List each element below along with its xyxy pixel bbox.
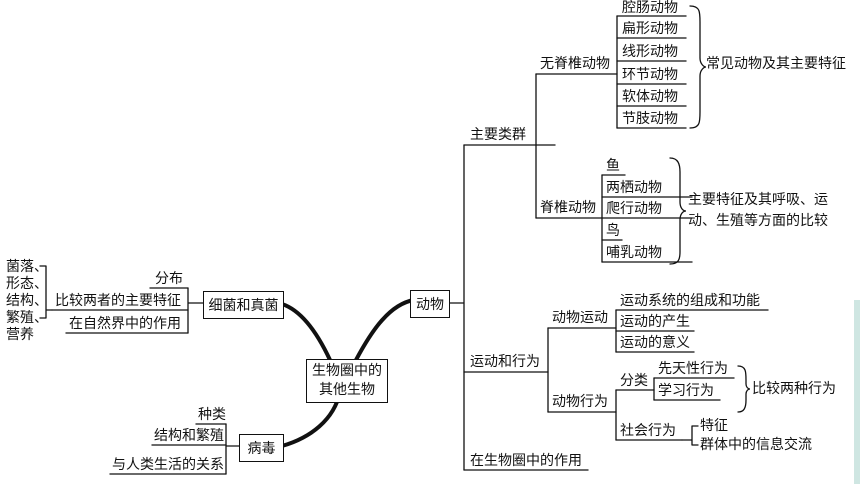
- virus-item: 种类: [198, 407, 226, 423]
- center-title-line1: 生物圈中的: [312, 363, 382, 379]
- virus-title: 病毒: [247, 441, 276, 457]
- animals-trunk: [447, 144, 465, 471]
- bacteria-fungi-title: 细菌和真菌: [208, 298, 279, 314]
- vertebrate-item: 鱼: [606, 158, 620, 174]
- branch-center-to-animals: [354, 298, 416, 362]
- behavior-label: 动物行为: [552, 394, 608, 410]
- animals-role-label: 在生物圈中的作用: [470, 453, 582, 469]
- classification-label: 分类: [620, 373, 648, 389]
- vertebrates-label: 脊椎动物: [540, 200, 596, 216]
- main-groups-label: 主要类群: [470, 127, 526, 143]
- compare-item: 繁殖、: [6, 310, 48, 326]
- decorative-edge-strip: [854, 300, 860, 484]
- invertebrate-item: 节肢动物: [622, 111, 678, 127]
- center-title-line2: 其他生物: [319, 382, 375, 398]
- compare-item: 形态、: [6, 276, 48, 292]
- compare-items-column: 菌落、 形态、 结构、 繁殖、 营养: [6, 259, 48, 344]
- social-behavior-label: 社会行为: [620, 423, 676, 439]
- learned-behavior: 学习行为: [658, 383, 714, 399]
- invertebrates-note: 常见动物及其主要特征: [706, 56, 846, 72]
- movement-item: 运动的意义: [620, 335, 690, 351]
- virus-item: 结构和繁殖: [154, 428, 224, 444]
- vertebrate-item: 鸟: [606, 223, 620, 239]
- compare-item: 菌落、: [6, 259, 48, 275]
- vertebrates-note-line2: 动、生殖等方面的比较: [688, 213, 828, 229]
- invertebrate-item: 扁形动物: [622, 21, 678, 37]
- invertebrate-item: 软体动物: [622, 89, 678, 105]
- bacteria-item: 在自然界中的作用: [69, 316, 181, 332]
- bacteria-spine: [187, 287, 204, 334]
- compare-item: 结构、: [6, 293, 48, 309]
- compare-item: 营养: [6, 327, 34, 343]
- vertebrate-item: 哺乳动物: [606, 245, 662, 261]
- animals-title: 动物: [416, 297, 444, 313]
- bacteria-item: 分布: [155, 271, 183, 287]
- movement-behavior-label: 运动和行为: [470, 354, 540, 370]
- vertebrates-bracket: [669, 157, 687, 265]
- branch-center-to-bacteria: [280, 302, 332, 362]
- invertebrate-item: 线形动物: [622, 44, 678, 60]
- bacteria-item: 比较两者的主要特征: [55, 293, 181, 309]
- social-connector: [681, 425, 699, 446]
- bacteria-fungi-node[interactable]: 细菌和真菌: [203, 291, 284, 319]
- movement-item: 运动的产生: [620, 314, 690, 330]
- compare-bracket: [39, 265, 53, 319]
- virus-item: 与人类生活的关系: [112, 457, 224, 473]
- invertebrates-bracket: [689, 5, 707, 129]
- social-item: 特征: [700, 418, 728, 434]
- social-item: 群体中的信息交流: [700, 437, 812, 453]
- innate-behavior: 先天性行为: [658, 361, 728, 377]
- movement-label: 动物运动: [552, 310, 608, 326]
- center-node[interactable]: 生物圈中的 其他生物: [306, 359, 388, 403]
- invertebrate-item: 腔肠动物: [622, 0, 678, 16]
- classification-bracket: [737, 365, 751, 413]
- classification-note: 比较两种行为: [752, 381, 836, 397]
- virus-node[interactable]: 病毒: [239, 434, 284, 462]
- vertebrate-item: 爬行动物: [606, 201, 662, 217]
- invertebrates-label: 无脊椎动物: [540, 56, 610, 72]
- virus-spine: [225, 423, 240, 475]
- movement-item: 运动系统的组成和功能: [620, 293, 760, 309]
- animals-node[interactable]: 动物: [410, 290, 450, 318]
- vertebrate-item: 两栖动物: [606, 180, 662, 196]
- invertebrate-item: 环节动物: [622, 67, 678, 83]
- vertebrates-note-line1: 主要特征及其呼吸、运: [688, 192, 828, 208]
